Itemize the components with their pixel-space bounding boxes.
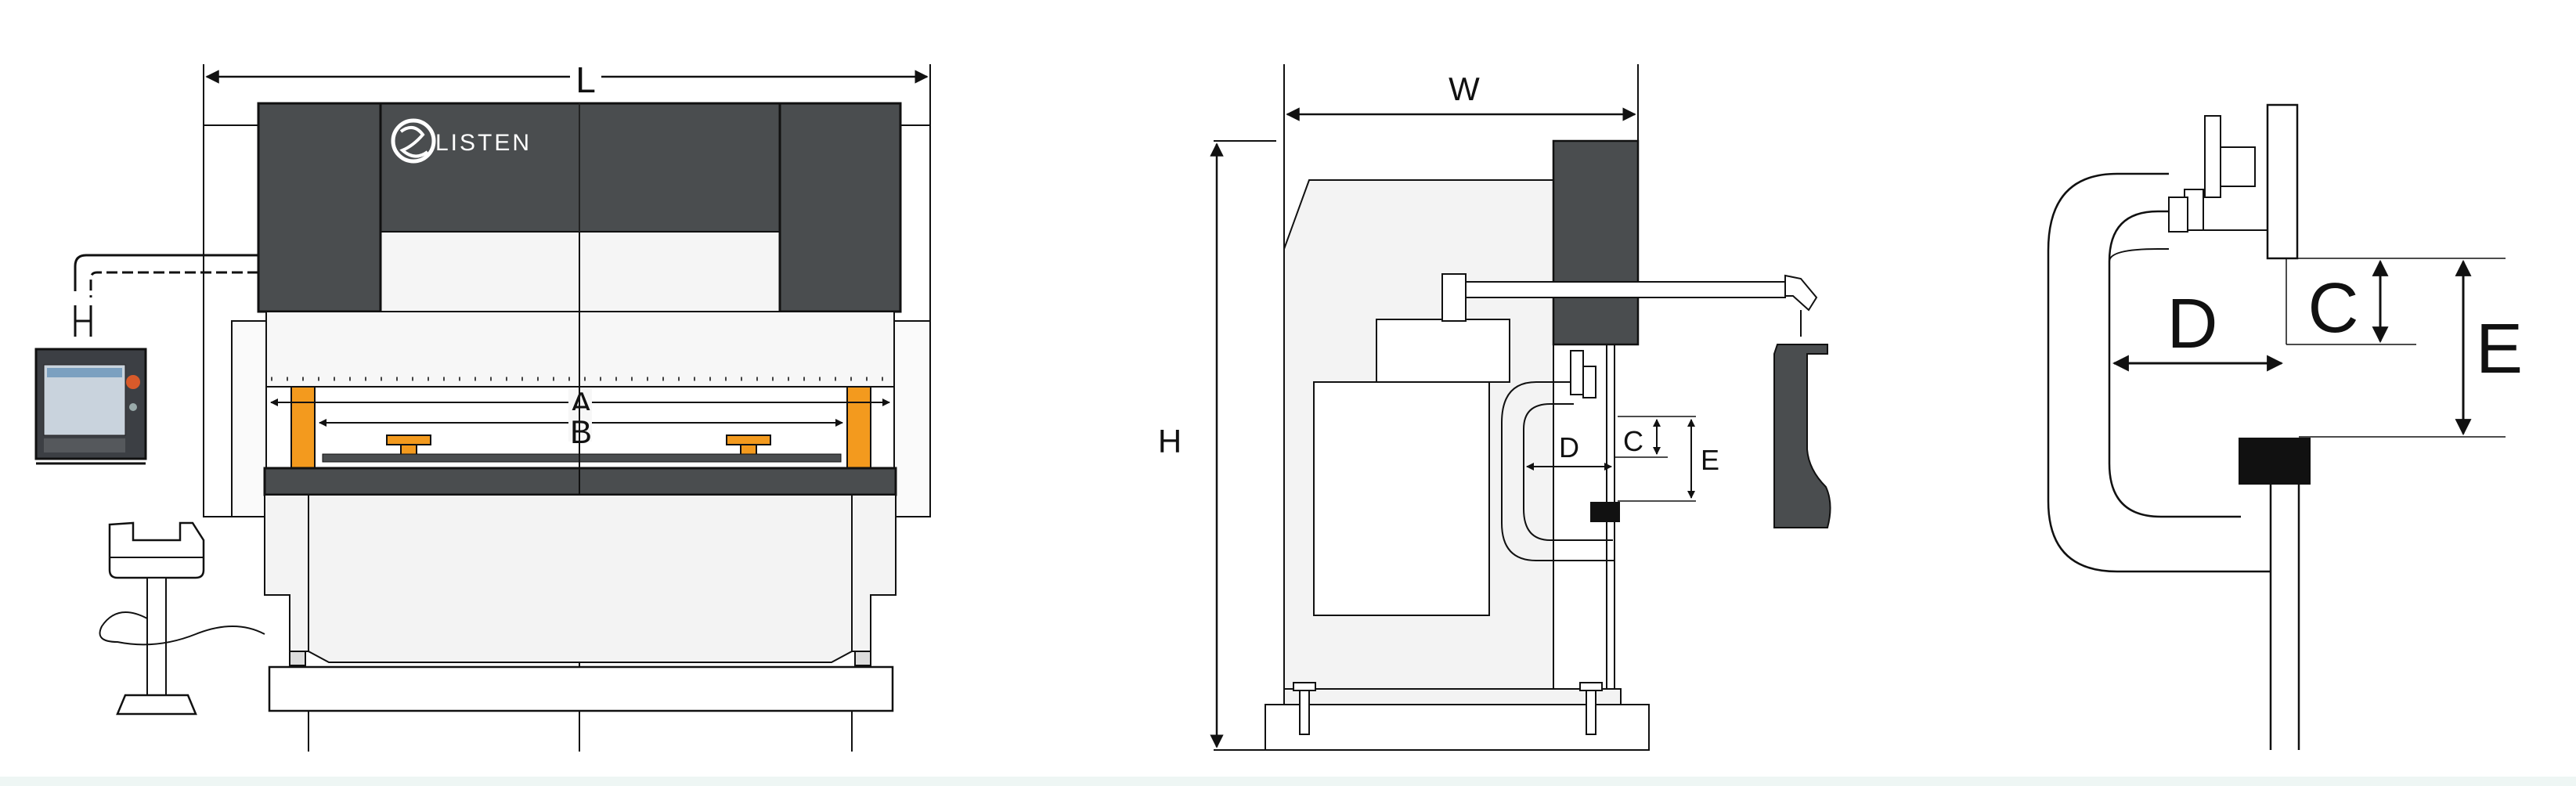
brand-logo: LISTEN [391,118,532,164]
label-e-detail: E [2476,310,2523,388]
guide-column-right [846,386,871,469]
lower-die-block [2239,438,2311,485]
label-c-detail: C [2308,269,2359,348]
guide-column-left [290,386,316,469]
machine-base [268,665,894,712]
label-d-small: D [1559,431,1579,463]
brand-name: LISTEN [435,130,532,156]
label-c-small: C [1623,425,1643,457]
label-e-small: E [1701,444,1719,476]
cnc-controller [34,348,147,465]
label-d-detail: D [2167,285,2218,363]
label-h: H [1158,423,1182,460]
footer-strip [0,777,2576,786]
ram-block [1552,139,1640,346]
label-w: W [1449,70,1480,107]
label-b: B [570,413,592,450]
foot-pedal [99,521,265,716]
throat-detail-view: D C E [2047,103,2523,750]
label-l: L [575,59,596,100]
side-view: W H D C E [1158,64,1831,751]
front-view: L LISTEN A B [34,59,931,752]
